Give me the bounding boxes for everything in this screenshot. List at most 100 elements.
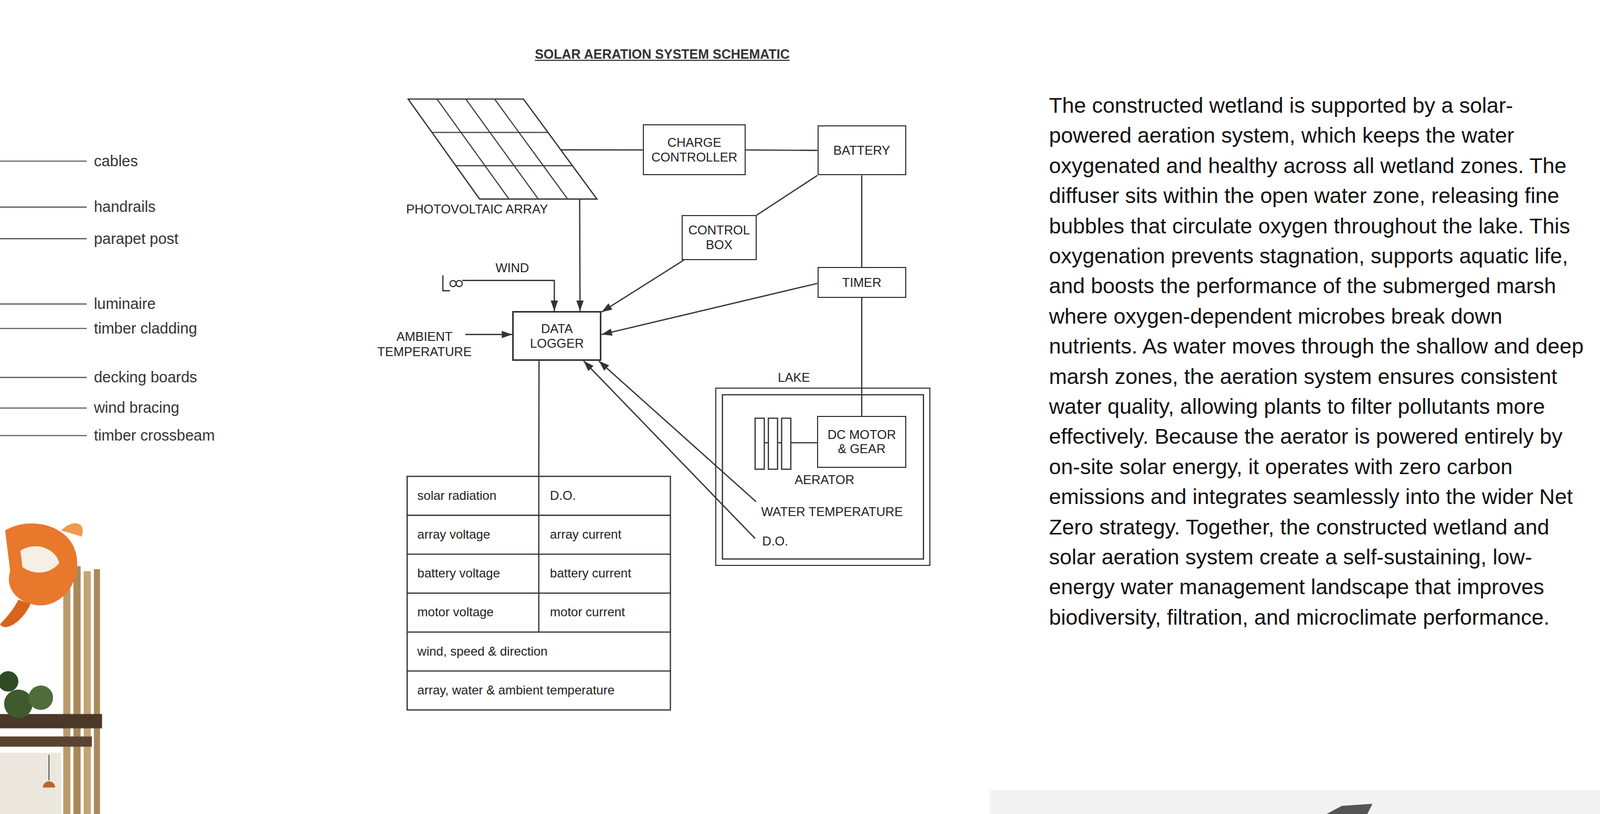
pv-cell-line [465, 99, 539, 200]
timer-box: TIMER [817, 267, 907, 298]
pv-panel-grid [404, 97, 602, 204]
anemometer-cup [456, 280, 463, 288]
signal-label: WIND [495, 260, 529, 277]
koi-fin [61, 523, 83, 537]
table-cell: array current [549, 527, 622, 543]
sensor-wire-group [462, 280, 757, 539]
part-label: cables [93, 152, 139, 171]
foliage [0, 671, 19, 693]
component-label: AERATOR [794, 472, 855, 489]
node-label: LAKE [716, 370, 872, 386]
part-label: luminaire [93, 294, 156, 314]
sensor-arrow [465, 334, 513, 336]
table-cell: motor current [549, 605, 625, 621]
aerator-blade [781, 418, 791, 470]
leader-line [0, 160, 87, 162]
pv-panel-outline [408, 99, 598, 200]
table-divider [538, 476, 540, 633]
koi-patch [20, 546, 60, 574]
data-logger-box: DATA LOGGER [512, 311, 602, 362]
table-rule [407, 670, 671, 672]
bamboo-pole [63, 571, 71, 814]
body-text: The constructed wetland is supported by … [1048, 90, 1593, 633]
aerator-blade [768, 418, 778, 470]
diagram-title: SOLAR AERATION SYSTEM SCHEMATIC [534, 46, 790, 62]
anemometer-mast [442, 275, 451, 291]
node-label: CHARGE CONTROLLER [651, 135, 738, 165]
leader-lines [0, 161, 87, 436]
sensor-arrow [598, 361, 757, 502]
image-panel [989, 790, 1600, 814]
pavilion-illustration [0, 515, 102, 814]
foliage [28, 685, 54, 711]
bamboo-pole [93, 569, 101, 814]
charge-controller-box: CHARGE CONTROLLER [642, 124, 746, 176]
leader-line [0, 238, 87, 240]
connector [861, 298, 863, 417]
signal-label: AMBIENT TEMPERATURE [365, 329, 484, 360]
aerator-blade [755, 418, 765, 470]
table-cell: motor voltage [417, 605, 494, 621]
leader-line [0, 327, 87, 330]
leader-line [0, 206, 87, 208]
table-cell: D.O. [549, 488, 576, 504]
pv-cell-line [456, 165, 573, 167]
connector [756, 175, 818, 216]
sensor-arrow [538, 361, 540, 477]
table-frame [407, 476, 671, 711]
connector [861, 175, 863, 268]
part-label: parapet post [93, 229, 179, 249]
table-cell: array voltage [417, 527, 491, 543]
photovoltaic-array: PHOTOVOLTAIC ARRAY [404, 97, 602, 227]
lake-inner-border [722, 395, 924, 560]
koi-tail [0, 600, 31, 628]
node-label: PHOTOVOLTAIC ARRAY [406, 202, 548, 217]
connector-group [560, 150, 862, 417]
pv-cell-line [437, 99, 510, 200]
node-label: BATTERY [833, 143, 890, 158]
table-cell: solar radiation [417, 488, 497, 504]
foliage [4, 690, 33, 719]
sensor-table-grid [407, 476, 671, 711]
bamboo-pole [73, 566, 81, 814]
node-label: TIMER [842, 275, 882, 291]
sensor-arrow [462, 280, 555, 312]
bamboo-pole [83, 571, 91, 814]
wind-sensor-symbol [442, 275, 463, 291]
part-label: wind bracing [93, 398, 180, 418]
pv-cell-line [431, 131, 548, 133]
table-cell: wind, speed & direction [417, 644, 548, 660]
node-label: DC MOTOR & GEAR [825, 427, 899, 457]
koi-body [5, 523, 78, 606]
table-cell: battery current [549, 566, 632, 582]
connector [601, 283, 818, 335]
leader-line [0, 303, 87, 305]
connector [601, 260, 684, 313]
table-cell: array, water & ambient temperature [417, 683, 615, 699]
lake-detail [722, 395, 924, 560]
signal-label: WATER TEMPERATURE [761, 504, 904, 521]
anemometer-cup [450, 280, 457, 288]
connector [745, 149, 818, 152]
timber-beam [0, 736, 92, 747]
image-shape [1326, 804, 1373, 814]
part-label: timber cladding [93, 319, 198, 338]
part-label: timber crossbeam [93, 426, 215, 445]
battery-box: BATTERY [817, 125, 907, 176]
node-label: CONTROL BOX [686, 223, 752, 252]
illustration-ground [0, 515, 102, 814]
motor-box: DC MOTOR & GEAR [817, 416, 907, 469]
leader-line [0, 435, 87, 437]
part-label: decking boards [93, 368, 198, 387]
signal-label: D.O. [762, 534, 789, 550]
control-box: CONTROL BOX [681, 215, 757, 261]
pendant-cord [48, 755, 50, 781]
table-cell: battery voltage [417, 566, 500, 582]
leader-line [0, 407, 87, 409]
connector [560, 149, 643, 152]
wall [0, 753, 62, 814]
part-label: handrails [93, 197, 156, 217]
node-label: DATA LOGGER [521, 321, 593, 351]
leader-line [0, 377, 87, 379]
